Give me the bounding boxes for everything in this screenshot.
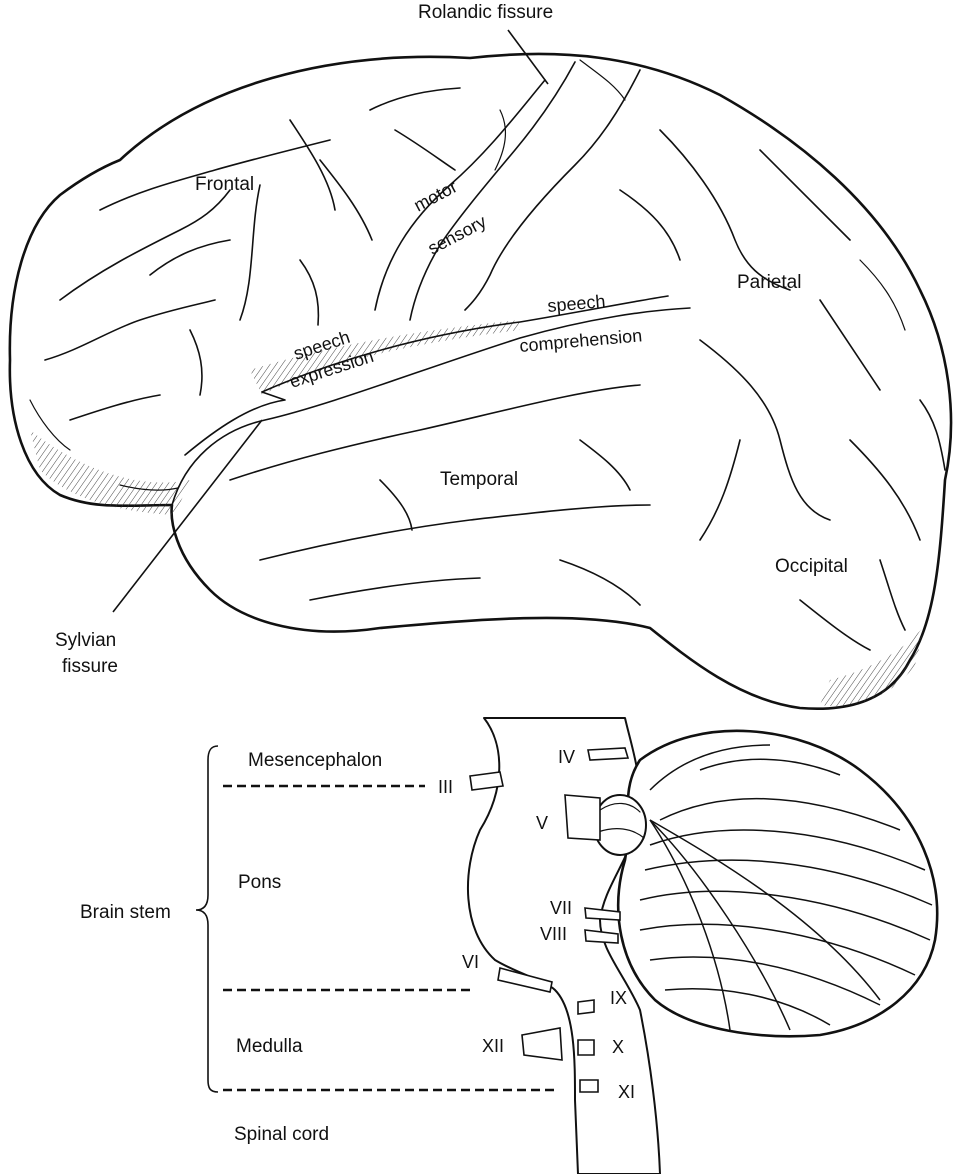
parietal-sulcus-2 bbox=[619, 189, 681, 261]
nerve-X-label: X bbox=[612, 1037, 624, 1057]
lateral-brain-drawing bbox=[8, 52, 953, 710]
nerve-VIII-label: VIII bbox=[540, 924, 567, 944]
cerebellum-folia-5 bbox=[639, 923, 916, 976]
gyral-wrinkle-1 bbox=[119, 484, 179, 491]
postcentral-sulcus bbox=[464, 69, 641, 311]
frontal-sulcus-9 bbox=[189, 329, 203, 396]
sylvian-fissure-label-line2: fissure bbox=[62, 656, 118, 677]
nerve-V-stub bbox=[564, 794, 601, 841]
occipital-sulcus-6 bbox=[919, 399, 946, 471]
temporal-sulcus-5 bbox=[379, 479, 413, 531]
frontal-sulcus-10 bbox=[69, 394, 161, 421]
occipital-sulcus-1 bbox=[699, 339, 831, 521]
mesencephalon-label: Mesencephalon bbox=[248, 750, 382, 771]
cerebellum-folia-7 bbox=[664, 988, 831, 1026]
nerve-IX-stub bbox=[577, 999, 595, 1015]
nerve-XI-label: XI bbox=[618, 1082, 635, 1102]
parietal-sulcus-1 bbox=[659, 129, 791, 291]
nerve-VI-label: VI bbox=[462, 952, 479, 972]
cerebellum-folia-1 bbox=[659, 797, 901, 831]
parietal-sulcus-4 bbox=[819, 299, 881, 391]
nerve-IV-label: IV bbox=[558, 747, 575, 767]
frontal-sulcus-5 bbox=[289, 119, 336, 211]
pons-label: Pons bbox=[238, 872, 281, 893]
spinal-cord-label: Spinal cord bbox=[234, 1124, 329, 1145]
cerebellum-outline bbox=[616, 729, 939, 1038]
gyral-wrinkle-2 bbox=[29, 399, 71, 451]
frontal-sulcus-12 bbox=[319, 159, 373, 241]
sylvian-shading bbox=[250, 320, 520, 395]
cerebral-hemisphere-outline bbox=[8, 52, 953, 710]
nerve-VIII-stub bbox=[584, 929, 619, 944]
temporal-lobe-label: Temporal bbox=[440, 469, 518, 490]
temporal-sulcus-3 bbox=[309, 577, 481, 601]
nerve-VII-label: VII bbox=[550, 898, 572, 918]
nerve-XI-stub bbox=[579, 1079, 599, 1093]
cerebellum-radial-2 bbox=[649, 819, 731, 1031]
precentral-sulcus bbox=[374, 79, 546, 311]
gyral-wrinkle-3 bbox=[859, 259, 906, 331]
frontal-lobe-label: Frontal bbox=[195, 174, 254, 195]
frontal-sulcus-4 bbox=[239, 184, 261, 321]
temporal-sulcus-1 bbox=[229, 384, 641, 481]
peduncle-detail bbox=[597, 802, 645, 839]
nerve-IV-stub bbox=[587, 747, 630, 761]
occipital-lobe-label: Occipital bbox=[775, 556, 848, 577]
brain-stem-group-label: Brain stem bbox=[80, 902, 171, 923]
rolandic-sulcus bbox=[409, 61, 576, 321]
cerebellum-radial-1 bbox=[649, 819, 791, 1031]
frontal-sulcus-11 bbox=[299, 259, 320, 326]
nerve-VI-stub bbox=[497, 966, 553, 993]
nerve-IX-label: IX bbox=[610, 988, 627, 1008]
cerebellum-folia-3 bbox=[644, 859, 933, 906]
cerebellum-folia-4 bbox=[639, 890, 931, 941]
occipital-base-shading bbox=[820, 625, 925, 707]
nerve-VII-stub bbox=[584, 907, 621, 921]
postcentral-inner bbox=[579, 59, 626, 101]
nerve-XII-label: XII bbox=[482, 1036, 504, 1056]
rolandic-leader bbox=[507, 29, 549, 85]
temporal-lobe-border bbox=[171, 307, 691, 506]
cerebellum-folia-8 bbox=[649, 744, 771, 791]
frontal-base-shading bbox=[30, 430, 190, 515]
nerve-XII-stub bbox=[521, 1027, 563, 1061]
temporal-sulcus-6 bbox=[579, 439, 631, 491]
frontal-sulcus-2 bbox=[59, 189, 231, 301]
cerebellum-folia-9 bbox=[699, 758, 841, 776]
temporal-sulcus-2 bbox=[259, 504, 651, 561]
frontal-sulcus-7 bbox=[394, 129, 456, 171]
sylvian-fissure-label-line1: Sylvian bbox=[55, 630, 116, 651]
parietal-sulcus-3 bbox=[759, 149, 851, 241]
parietal-lobe-label: Parietal bbox=[737, 272, 801, 293]
frontal-lower-curve bbox=[184, 391, 286, 456]
occipital-sulcus-4 bbox=[799, 599, 871, 651]
brain-stem-brace bbox=[195, 745, 219, 1093]
occipital-sulcus-5 bbox=[879, 559, 906, 631]
rolandic-fissure-label: Rolandic fissure bbox=[418, 2, 553, 23]
nerve-III-stub bbox=[469, 771, 504, 791]
frontal-sulcus-3 bbox=[149, 239, 231, 276]
cerebellum-folia-6 bbox=[649, 956, 881, 1006]
cerebellum-radial-3 bbox=[649, 819, 881, 1001]
brain-stem-drawing bbox=[467, 717, 939, 1174]
frontal-sulcus-6 bbox=[369, 87, 461, 111]
occipital-sulcus-3 bbox=[849, 439, 921, 541]
nerve-III-label: III bbox=[438, 777, 453, 797]
sylvian-upper-lip bbox=[261, 295, 669, 393]
sylvian-leader bbox=[112, 419, 263, 613]
occipital-sulcus-2 bbox=[699, 439, 741, 541]
gyral-wrinkle-4 bbox=[494, 109, 506, 171]
frontal-sulcus-1 bbox=[99, 139, 331, 211]
frontal-sulcus-8 bbox=[44, 299, 216, 361]
medulla-label: Medulla bbox=[236, 1036, 303, 1057]
nerve-V-label: V bbox=[536, 813, 548, 833]
temporal-sulcus-4 bbox=[559, 559, 641, 606]
nerve-X-stub bbox=[577, 1039, 595, 1056]
